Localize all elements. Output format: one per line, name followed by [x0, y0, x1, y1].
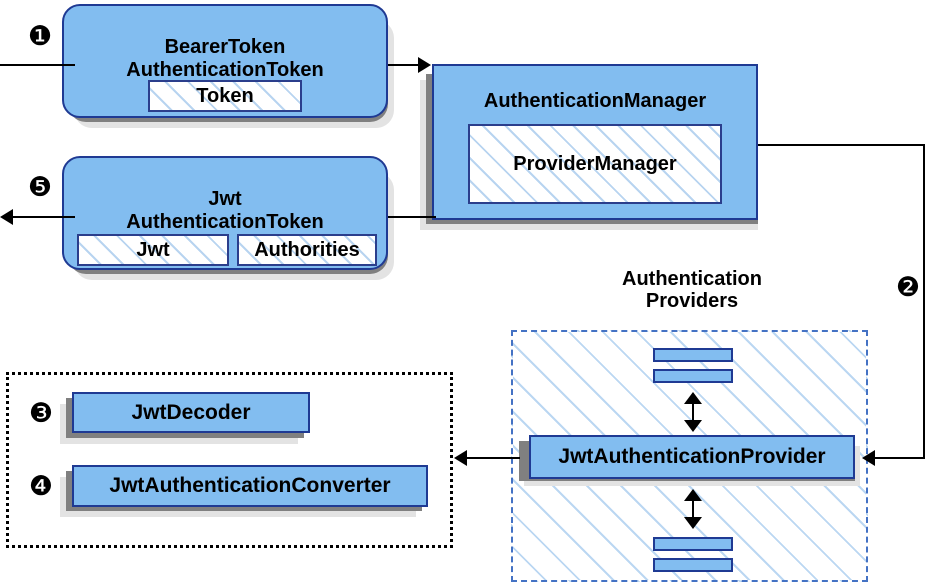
node-bearer-token-authentication-token[interactable]: BearerToken AuthenticationToken	[62, 4, 388, 118]
connector-response-out	[13, 216, 75, 218]
authentication-providers-title-line1: Authentication	[622, 268, 762, 290]
jwt-authentication-converter-label: JwtAuthenticationConverter	[109, 474, 391, 497]
connector-into-provider	[873, 457, 925, 459]
provider-stack-bar-top-2	[653, 369, 733, 383]
connector-request-in	[0, 64, 75, 66]
jwt-token-sub-jwt[interactable]: Jwt	[77, 234, 229, 266]
connector-manager-to-jwt-token	[388, 216, 436, 218]
jwt-token-title-line2: AuthenticationToken	[126, 211, 324, 233]
jwt-token-sub-jwt-label: Jwt	[136, 238, 170, 261]
authentication-providers-title-line2: Providers	[645, 290, 739, 313]
provider-manager-label: ProviderManager	[513, 152, 677, 175]
node-jwt-authentication-converter[interactable]: JwtAuthenticationConverter	[72, 465, 428, 507]
jwt-decoder-label: JwtDecoder	[131, 400, 251, 424]
connector-manager-down	[923, 144, 925, 458]
jwt-token-sub-authorities-label: Authorities	[254, 238, 360, 261]
authentication-providers-title: Authentication Providers	[552, 268, 832, 313]
provider-stack-bar-bottom-2	[653, 558, 733, 572]
provider-link-line-bottom	[692, 495, 694, 521]
jwt-token-sub-authorities[interactable]: Authorities	[237, 234, 377, 266]
provider-link-arrow-top-down-icon	[684, 420, 702, 432]
arrow-provider-to-support-icon	[454, 450, 467, 466]
bearer-token-sub-token[interactable]: Token	[148, 80, 302, 112]
step-badge-1: ❶	[27, 21, 53, 52]
authentication-manager-title: AuthenticationManager	[483, 90, 707, 112]
connector-bearer-to-manager	[388, 64, 424, 66]
arrow-into-provider-icon	[862, 450, 875, 466]
step-badge-4: ❹	[28, 471, 54, 502]
step-badge-3: ❸	[28, 398, 54, 429]
bearer-token-title-line2: AuthenticationToken	[126, 59, 324, 81]
connector-provider-to-support	[465, 457, 520, 459]
provider-link-line-top	[692, 398, 694, 424]
bearer-token-title-line1: BearerToken	[164, 36, 286, 58]
arrow-bearer-to-manager-icon	[418, 57, 431, 73]
provider-stack-bar-top-1	[653, 348, 733, 362]
node-jwt-authentication-provider[interactable]: JwtAuthenticationProvider	[529, 435, 855, 479]
step-badge-2: ❷	[895, 272, 921, 303]
step-badge-5: ❺	[27, 172, 53, 203]
provider-link-arrow-top-up-icon	[684, 392, 702, 404]
authentication-manager-sub-provider-manager[interactable]: ProviderManager	[468, 124, 722, 204]
provider-stack-bar-bottom-1	[653, 537, 733, 551]
jwt-token-title-line1: Jwt	[208, 188, 242, 210]
bearer-token-sub-token-label: Token	[196, 84, 254, 107]
arrow-response-out-icon	[0, 209, 13, 225]
connector-manager-right	[758, 144, 925, 146]
jwt-authentication-provider-label: JwtAuthenticationProvider	[558, 445, 826, 468]
provider-link-arrow-bottom-up-icon	[684, 489, 702, 501]
jwt-support-container	[6, 372, 453, 548]
provider-link-arrow-bottom-down-icon	[684, 517, 702, 529]
node-jwt-decoder[interactable]: JwtDecoder	[72, 392, 310, 433]
